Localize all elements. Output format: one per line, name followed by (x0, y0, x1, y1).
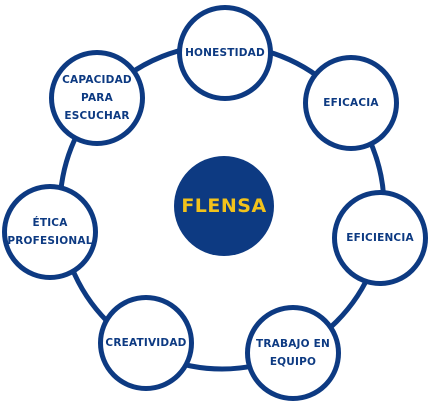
value-label: ÉTICA PROFESIONAL (7, 217, 93, 247)
value-label: CREATIVIDAD (105, 337, 187, 349)
value-node-etica-profesional: ÉTICA PROFESIONAL (2, 184, 98, 280)
center-label: FLENSA (181, 195, 267, 217)
value-label: EFICACIA (323, 97, 379, 109)
value-node-trabajo-en-equipo: TRABAJO EN EQUIPO (245, 305, 341, 401)
value-label: TRABAJO EN EQUIPO (256, 338, 330, 368)
value-node-capacidad-para-escuchar: CAPACIDAD PARA ESCUCHAR (49, 50, 145, 146)
value-node-creatividad: CREATIVIDAD (98, 295, 194, 391)
value-label: EFICIENCIA (346, 232, 414, 244)
value-node-honestidad: HONESTIDAD (177, 5, 273, 101)
center-circle: FLENSA (174, 156, 274, 256)
value-label: HONESTIDAD (185, 47, 265, 59)
value-label: CAPACIDAD PARA ESCUCHAR (62, 74, 132, 122)
value-node-eficacia: EFICACIA (303, 55, 399, 151)
value-node-eficiencia: EFICIENCIA (332, 190, 428, 286)
